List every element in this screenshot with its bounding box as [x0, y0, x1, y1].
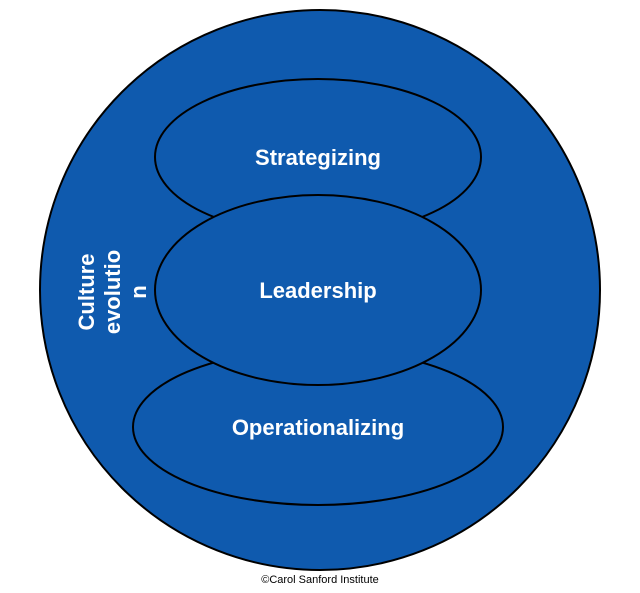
outer-circle-label: Culture evolutio n	[74, 250, 151, 334]
middle-ellipse	[154, 194, 482, 386]
outer-label-line3: n	[126, 285, 151, 298]
copyright-text: ©Carol Sanford Institute	[261, 574, 379, 586]
outer-label-line2: evolutio	[100, 250, 125, 334]
top-ellipse-label: Strategizing	[255, 145, 381, 170]
bottom-ellipse-label: Operationalizing	[232, 415, 404, 440]
outer-label-line1: Culture	[74, 254, 99, 331]
middle-ellipse-label: Leadership	[259, 278, 376, 303]
